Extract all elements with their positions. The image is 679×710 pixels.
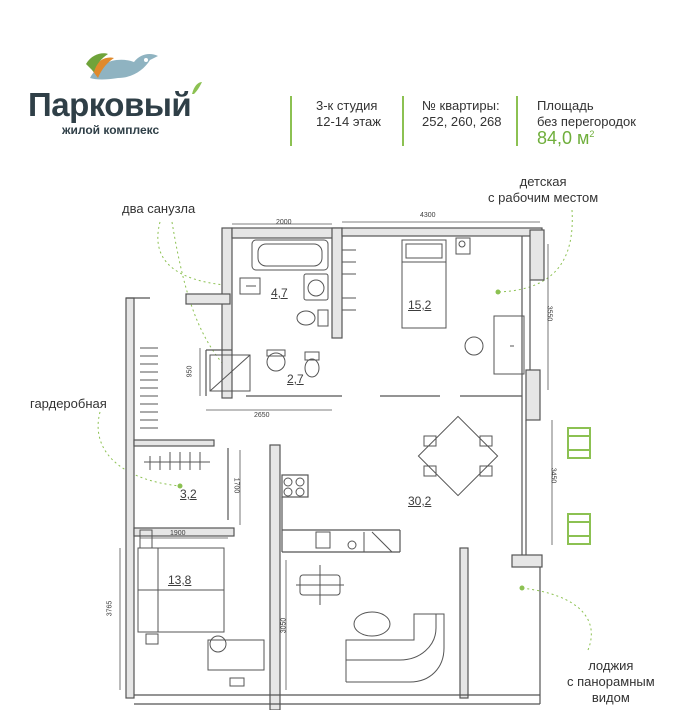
area-number: 84,0 м <box>537 128 590 148</box>
green-window-icons <box>567 427 591 545</box>
dim-3050: 3050 <box>280 617 288 634</box>
info-divider <box>290 96 292 146</box>
bird-logo-icon <box>86 53 158 80</box>
callout-loggia: лоджия с панорамным видом <box>567 658 655 706</box>
area-unit-superscript: 2 <box>589 129 595 139</box>
brand-subtitle: жилой комплекс <box>62 123 160 137</box>
wardrobe-shelves <box>140 249 356 470</box>
apartment-type-line: 3-к студия <box>316 98 378 113</box>
area-label: Площадь <box>537 98 594 113</box>
bathroom-fixtures <box>209 239 329 392</box>
dim-3450: 3450 <box>549 467 557 484</box>
room-area-wardrobe: 3,2 <box>180 487 197 501</box>
callout-wardrobe: гардеробная <box>30 396 107 411</box>
dimension-lines <box>119 221 553 690</box>
kids-room-furniture <box>401 237 525 375</box>
area-block: Площадь без перегородок <box>537 98 636 130</box>
living-furniture <box>296 415 499 683</box>
callout-bathrooms: два санузла <box>122 201 196 216</box>
dim-950: 950 <box>186 365 194 378</box>
dim-3550: 3550 <box>545 305 553 322</box>
leaf-accent-icon <box>192 82 202 94</box>
info-divider <box>516 96 518 146</box>
callout-loggia-line2: с панорамным <box>567 674 655 689</box>
room-area-bedroom: 13,8 <box>168 573 192 587</box>
kitchen-hob <box>283 477 305 497</box>
dim-2000: 2000 <box>276 219 292 226</box>
apartment-numbers-block: № квартиры: 252, 260, 268 <box>422 98 502 130</box>
callout-leaders <box>97 209 592 651</box>
callout-loggia-line3: видом <box>591 690 630 705</box>
dim-4300: 4300 <box>420 212 436 219</box>
apartment-numbers: 252, 260, 268 <box>422 114 502 129</box>
room-area-living: 30,2 <box>408 494 432 508</box>
callout-kids-room: детская с рабочим местом <box>488 174 598 206</box>
dim-3765: 3765 <box>106 600 114 617</box>
dim-1900: 1900 <box>170 530 186 537</box>
bedroom-furniture <box>137 529 265 687</box>
area-value: 84,0 м2 <box>537 128 594 149</box>
brand-name: Парковый <box>28 86 192 123</box>
apartment-numbers-label: № квартиры: <box>422 98 500 113</box>
floor-range: 12-14 этаж <box>316 114 381 129</box>
callout-loggia-line1: лоджия <box>588 658 634 673</box>
apartment-type: 3-к студия 12-14 этаж <box>316 98 381 130</box>
dim-1700: 1700 <box>232 477 240 494</box>
room-area-bath-small: 2,7 <box>287 372 304 386</box>
info-divider <box>402 96 404 146</box>
callout-kids-line1: детская <box>519 174 567 189</box>
area-label-sub: без перегородок <box>537 114 636 129</box>
dim-2650: 2650 <box>254 412 270 419</box>
walls <box>125 227 545 710</box>
room-area-kids: 15,2 <box>408 298 432 312</box>
callout-kids-line2: с рабочим местом <box>488 190 599 205</box>
room-area-bath-large: 4,7 <box>271 286 288 300</box>
